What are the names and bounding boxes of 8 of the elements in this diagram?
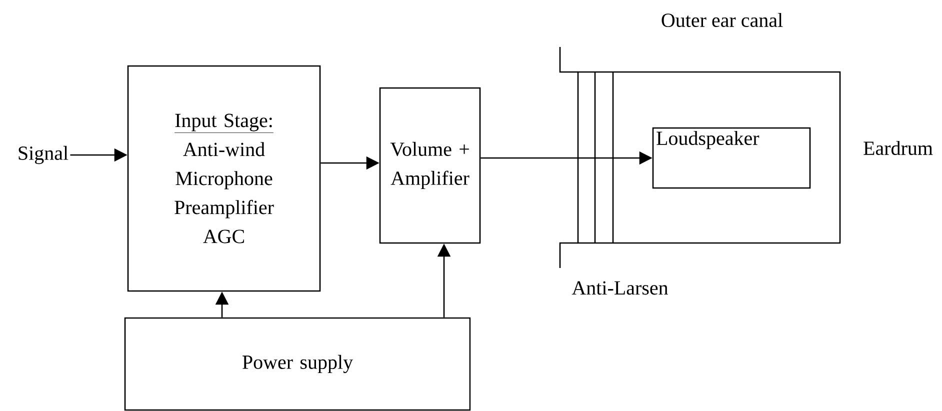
part-label: Anti-Larsen xyxy=(572,281,668,295)
heading: Outer ear canal xyxy=(662,12,783,28)
block-box: Volume + Amplifier xyxy=(379,87,481,244)
block-box: Power supply xyxy=(124,317,471,411)
signal-label: Signal xyxy=(18,146,68,164)
block-box: Input Stage: Anti-wind Microphone Preamplifier AGC xyxy=(127,65,321,292)
side-label: Eardrum xyxy=(864,140,933,156)
loudspeaker-box: Loudspeaker xyxy=(652,127,811,189)
